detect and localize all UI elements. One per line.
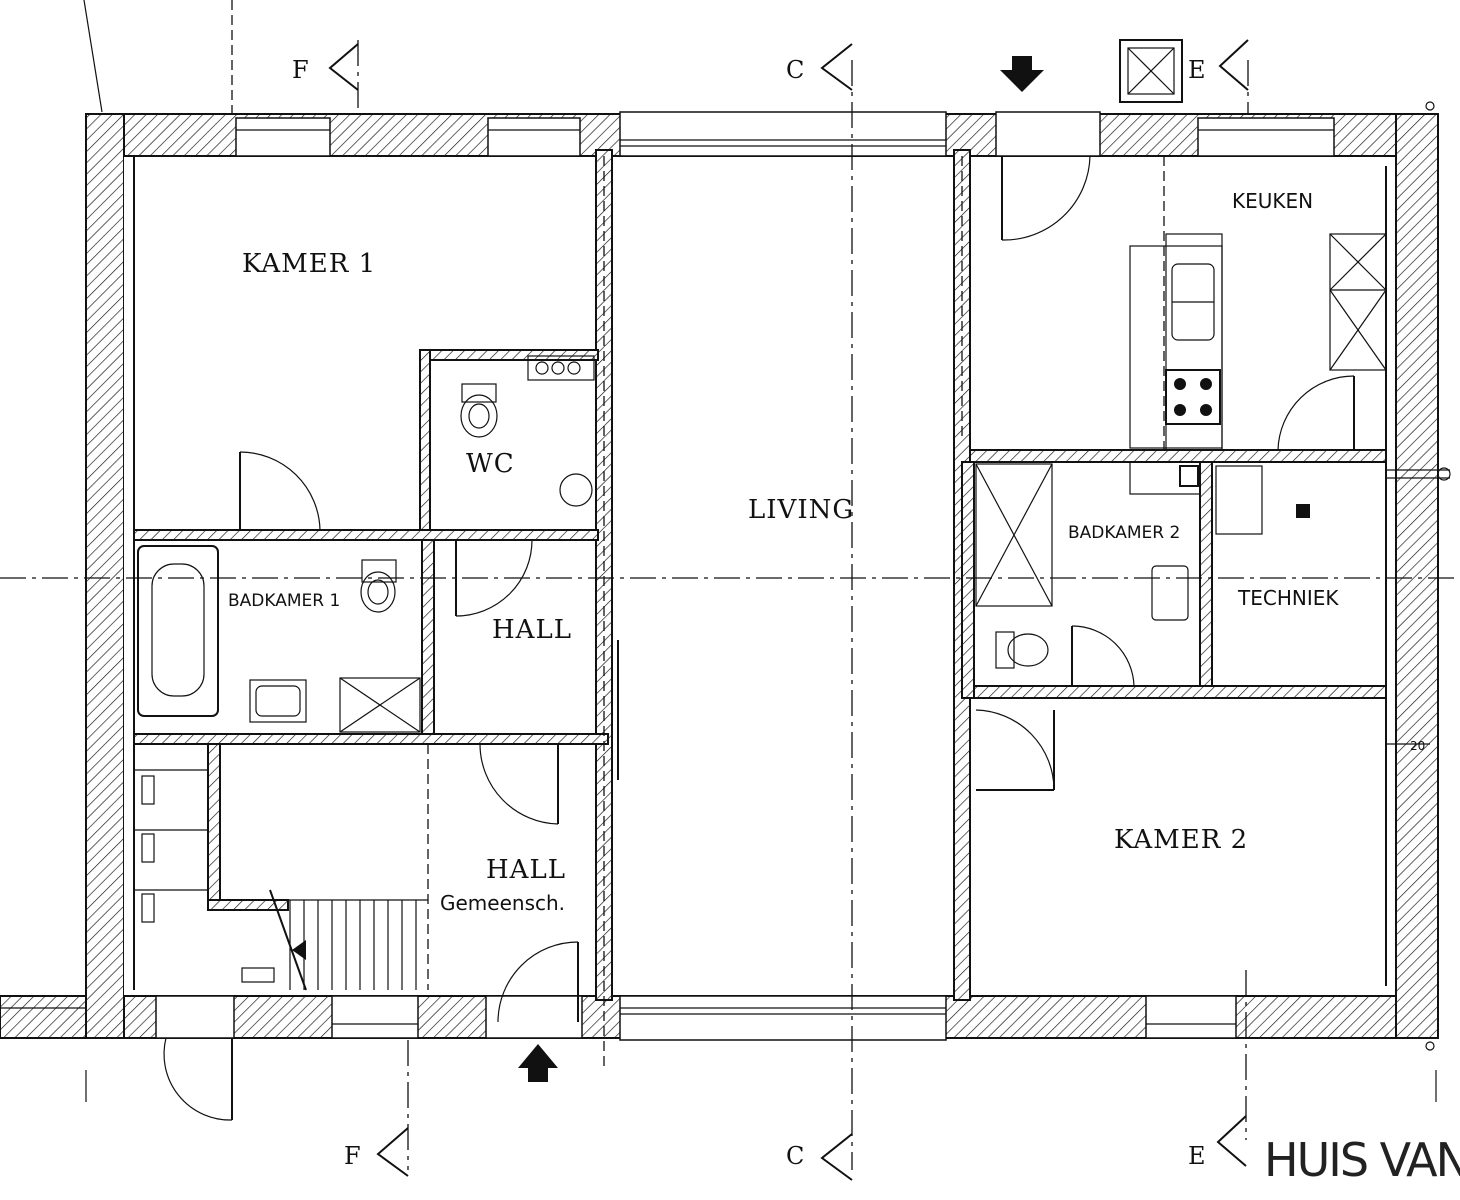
room-label-keuken: KEUKEN — [1232, 189, 1313, 213]
windows-top — [235, 111, 1335, 157]
section-markers — [85, 39, 1451, 1181]
section-label-e-top: E — [1188, 56, 1206, 84]
room-label-kamer1: KAMER 1 — [242, 249, 376, 279]
room-label-badkamer2: BADKAMER 2 — [1068, 523, 1180, 543]
room-label-badkamer1: BADKAMER 1 — [228, 591, 340, 611]
arrow-left-icon — [292, 940, 306, 960]
room-label-techniek: TECHNIEK — [1237, 586, 1339, 610]
room-label-kamer2: KAMER 2 — [1114, 825, 1248, 855]
section-label-e-bottom: E — [1188, 1142, 1206, 1170]
fixtures — [134, 233, 1387, 991]
room-label-wc: WC — [466, 449, 515, 479]
section-labels: F C E F C E — [292, 56, 1206, 1170]
room-label-gemeensch: Gemeensch. — [440, 891, 565, 915]
windows-bottom — [155, 995, 1237, 1041]
section-label-c-bottom: C — [786, 1142, 804, 1170]
stair — [134, 769, 428, 991]
section-label-f-bottom: F — [344, 1142, 361, 1170]
arrow-down-icon — [1000, 56, 1044, 92]
room-label-hall-upper: HALL — [492, 615, 572, 645]
skylight-icon — [1119, 39, 1183, 103]
section-label-c-top: C — [786, 56, 804, 84]
drawing-title: HUIS VAN D — [1264, 1133, 1460, 1187]
room-label-living: LIVING — [748, 495, 854, 525]
section-label-f-top: F — [292, 56, 309, 84]
room-label-hall-lower: HALL — [486, 855, 566, 885]
doors — [163, 155, 1355, 1121]
arrow-up-icon — [518, 1044, 558, 1082]
dimension-label: 20 — [1410, 739, 1425, 753]
room-labels: KAMER 1 LIVING KEUKEN WC BADKAMER 1 HALL… — [228, 189, 1339, 915]
axis-lines — [0, 40, 1460, 1170]
